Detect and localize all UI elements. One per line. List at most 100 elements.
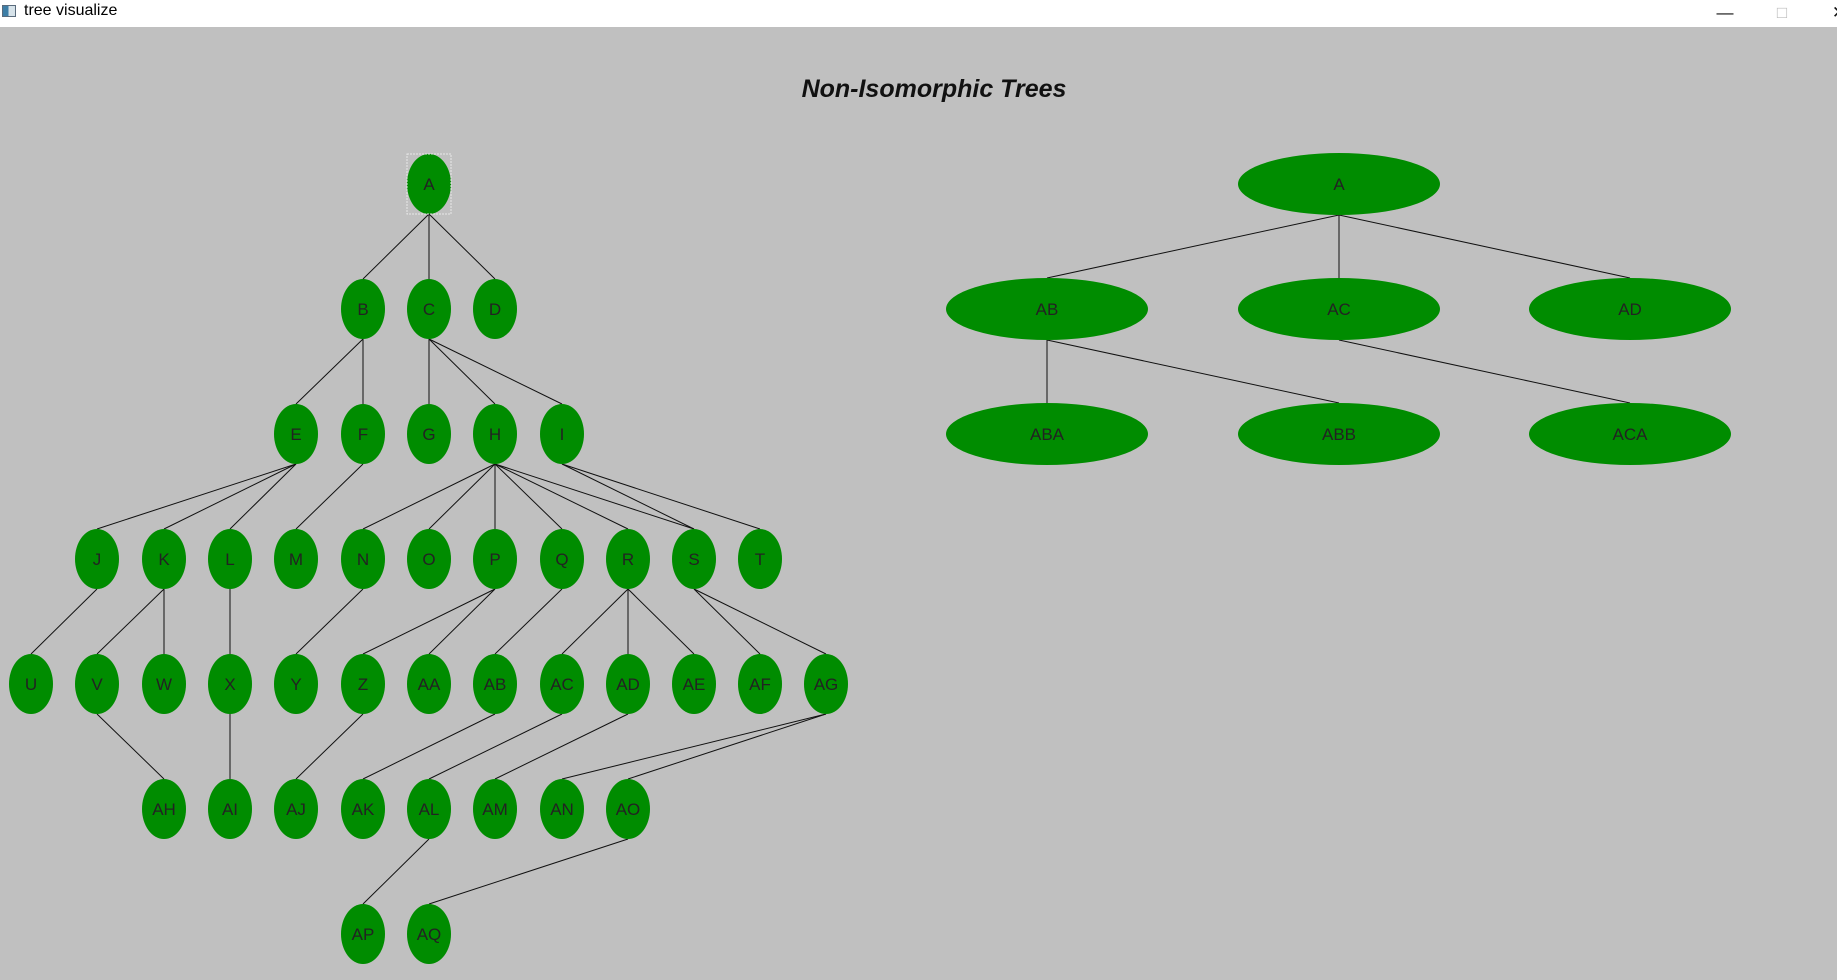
node-label: Q xyxy=(555,550,568,569)
node-shape xyxy=(407,654,451,714)
tree-node-v[interactable]: V xyxy=(75,654,119,714)
tree-node-am[interactable]: AM xyxy=(473,779,517,839)
right-tree: A AB AC AD ABA ABB ACA xyxy=(946,153,1731,465)
node-shape xyxy=(1238,278,1440,340)
tree-node-z[interactable]: Z xyxy=(341,654,385,714)
edge-k-v xyxy=(96,588,165,655)
tree-node-h[interactable]: H xyxy=(473,404,517,464)
tree-node-ae[interactable]: AE xyxy=(672,654,716,714)
tree-node-c[interactable]: C xyxy=(407,279,451,339)
tree-node-ah[interactable]: AH xyxy=(142,779,186,839)
edge-j-u xyxy=(30,588,98,655)
tree-node-r[interactable]: R xyxy=(606,529,650,589)
tree-node-o[interactable]: O xyxy=(407,529,451,589)
node-shape xyxy=(1529,403,1731,465)
tree-node-b[interactable]: B xyxy=(341,279,385,339)
tree-node-ab[interactable]: AB xyxy=(473,654,517,714)
tree-node-w[interactable]: W xyxy=(142,654,186,714)
tree-node-ad[interactable]: AD xyxy=(1529,278,1731,340)
tree-node-n[interactable]: N xyxy=(341,529,385,589)
tree-node-d[interactable]: D xyxy=(473,279,517,339)
edge-i-s xyxy=(561,463,695,530)
tree-node-q[interactable]: Q xyxy=(540,529,584,589)
edge-h-o xyxy=(428,463,496,530)
tree-node-s[interactable]: S xyxy=(672,529,716,589)
edge-h-r xyxy=(494,463,629,530)
node-label: K xyxy=(158,550,170,569)
node-label: G xyxy=(422,425,435,444)
edge-i-t xyxy=(561,463,761,530)
tree-node-l[interactable]: L xyxy=(208,529,252,589)
edge-q-ab xyxy=(494,588,563,655)
tree-node-i[interactable]: I xyxy=(540,404,584,464)
node-label: U xyxy=(25,675,37,694)
node-label: M xyxy=(289,550,303,569)
node-shape xyxy=(208,529,252,589)
tree-node-j[interactable]: J xyxy=(75,529,119,589)
tree-node-t[interactable]: T xyxy=(738,529,782,589)
tree-node-ak[interactable]: AK xyxy=(341,779,385,839)
edge-e-j xyxy=(96,463,297,530)
tree-node-aba[interactable]: ABA xyxy=(946,403,1148,465)
tree-node-k[interactable]: K xyxy=(142,529,186,589)
tree-node-aa[interactable]: AA xyxy=(407,654,451,714)
tree-node-ap[interactable]: AP xyxy=(341,904,385,964)
tree-node-ab[interactable]: AB xyxy=(946,278,1148,340)
tree-node-aca[interactable]: ACA xyxy=(1529,403,1731,465)
edge-a-ab xyxy=(1046,214,1340,279)
node-label: AF xyxy=(749,675,771,694)
tree-node-ac[interactable]: AC xyxy=(1238,278,1440,340)
node-shape xyxy=(407,279,451,339)
node-shape xyxy=(341,904,385,964)
node-label: AP xyxy=(352,925,375,944)
tree-node-p[interactable]: P xyxy=(473,529,517,589)
tree-node-x[interactable]: X xyxy=(208,654,252,714)
edge-h-q xyxy=(494,463,563,530)
node-shape xyxy=(274,779,318,839)
tree-node-ao[interactable]: AO xyxy=(606,779,650,839)
tree-node-a[interactable]: A xyxy=(1238,153,1440,215)
node-shape xyxy=(341,529,385,589)
tree-node-y[interactable]: Y xyxy=(274,654,318,714)
tree-node-g[interactable]: G xyxy=(407,404,451,464)
tree-node-ag[interactable]: AG xyxy=(804,654,848,714)
tree-node-e[interactable]: E xyxy=(274,404,318,464)
tree-node-m[interactable]: M xyxy=(274,529,318,589)
tree-node-f[interactable]: F xyxy=(341,404,385,464)
tree-node-abb[interactable]: ABB xyxy=(1238,403,1440,465)
node-label: AB xyxy=(484,675,507,694)
tree-node-ac[interactable]: AC xyxy=(540,654,584,714)
close-button[interactable]: ✕ xyxy=(1814,0,1837,27)
node-shape xyxy=(9,654,53,714)
edge-v-ah xyxy=(96,713,165,780)
tree-node-al[interactable]: AL xyxy=(407,779,451,839)
edge-e-k xyxy=(163,463,297,530)
node-shape xyxy=(341,279,385,339)
tree-node-an[interactable]: AN xyxy=(540,779,584,839)
node-label: H xyxy=(489,425,501,444)
edge-ab-ak xyxy=(362,713,496,780)
maximize-button[interactable]: □ xyxy=(1776,3,1788,22)
tree-node-a[interactable]: A xyxy=(406,153,452,215)
tree-node-u[interactable]: U xyxy=(9,654,53,714)
minimize-button[interactable]: — xyxy=(1716,3,1734,22)
node-shape xyxy=(1529,278,1731,340)
node-shape xyxy=(274,404,318,464)
node-shape xyxy=(946,403,1148,465)
node-shape xyxy=(341,404,385,464)
node-label: AC xyxy=(1327,300,1351,319)
tree-node-aj[interactable]: AJ xyxy=(274,779,318,839)
tree-node-aq[interactable]: AQ xyxy=(407,904,451,964)
node-label: AG xyxy=(814,675,839,694)
edge-p-aa xyxy=(428,588,496,655)
tree-node-ai[interactable]: AI xyxy=(208,779,252,839)
tree-node-af[interactable]: AF xyxy=(738,654,782,714)
node-shape xyxy=(208,779,252,839)
node-shape xyxy=(142,529,186,589)
node-label: AD xyxy=(616,675,640,694)
tree-node-ad[interactable]: AD xyxy=(606,654,650,714)
node-label: AK xyxy=(352,800,375,819)
node-shape xyxy=(738,529,782,589)
